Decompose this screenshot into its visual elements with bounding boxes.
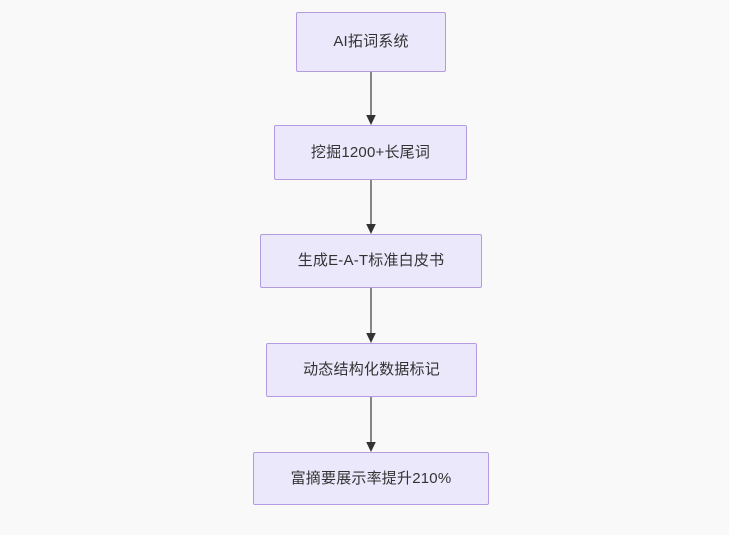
edge-n2-n3 <box>363 180 379 234</box>
flow-node-label: 富摘要展示率提升210% <box>290 469 452 487</box>
flow-node-ai-keyword-system[interactable]: AI拓词系统 <box>296 12 446 72</box>
edge-arrow-icon <box>366 72 376 125</box>
edge-arrow-icon <box>366 397 376 452</box>
flow-node-generate-eat-whitepaper[interactable]: 生成E-A-T标准白皮书 <box>260 234 482 288</box>
flow-node-label: 生成E-A-T标准白皮书 <box>297 252 445 269</box>
flow-node-label: 动态结构化数据标记 <box>303 361 440 378</box>
flow-node-rich-snippet-impression-uplift[interactable]: 富摘要展示率提升210% <box>253 452 489 505</box>
edge-arrow-icon <box>366 180 376 234</box>
flow-node-mine-longtail-keywords[interactable]: 挖掘1200+长尾词 <box>274 125 467 180</box>
edge-n3-n4 <box>363 288 379 343</box>
flow-node-label: 挖掘1200+长尾词 <box>310 143 431 161</box>
edge-arrow-icon <box>366 288 376 343</box>
flow-node-label: AI拓词系统 <box>333 33 409 50</box>
flow-node-dynamic-structured-data-markup[interactable]: 动态结构化数据标记 <box>266 343 477 397</box>
edge-n4-n5 <box>363 397 379 452</box>
edge-n1-n2 <box>363 72 379 125</box>
